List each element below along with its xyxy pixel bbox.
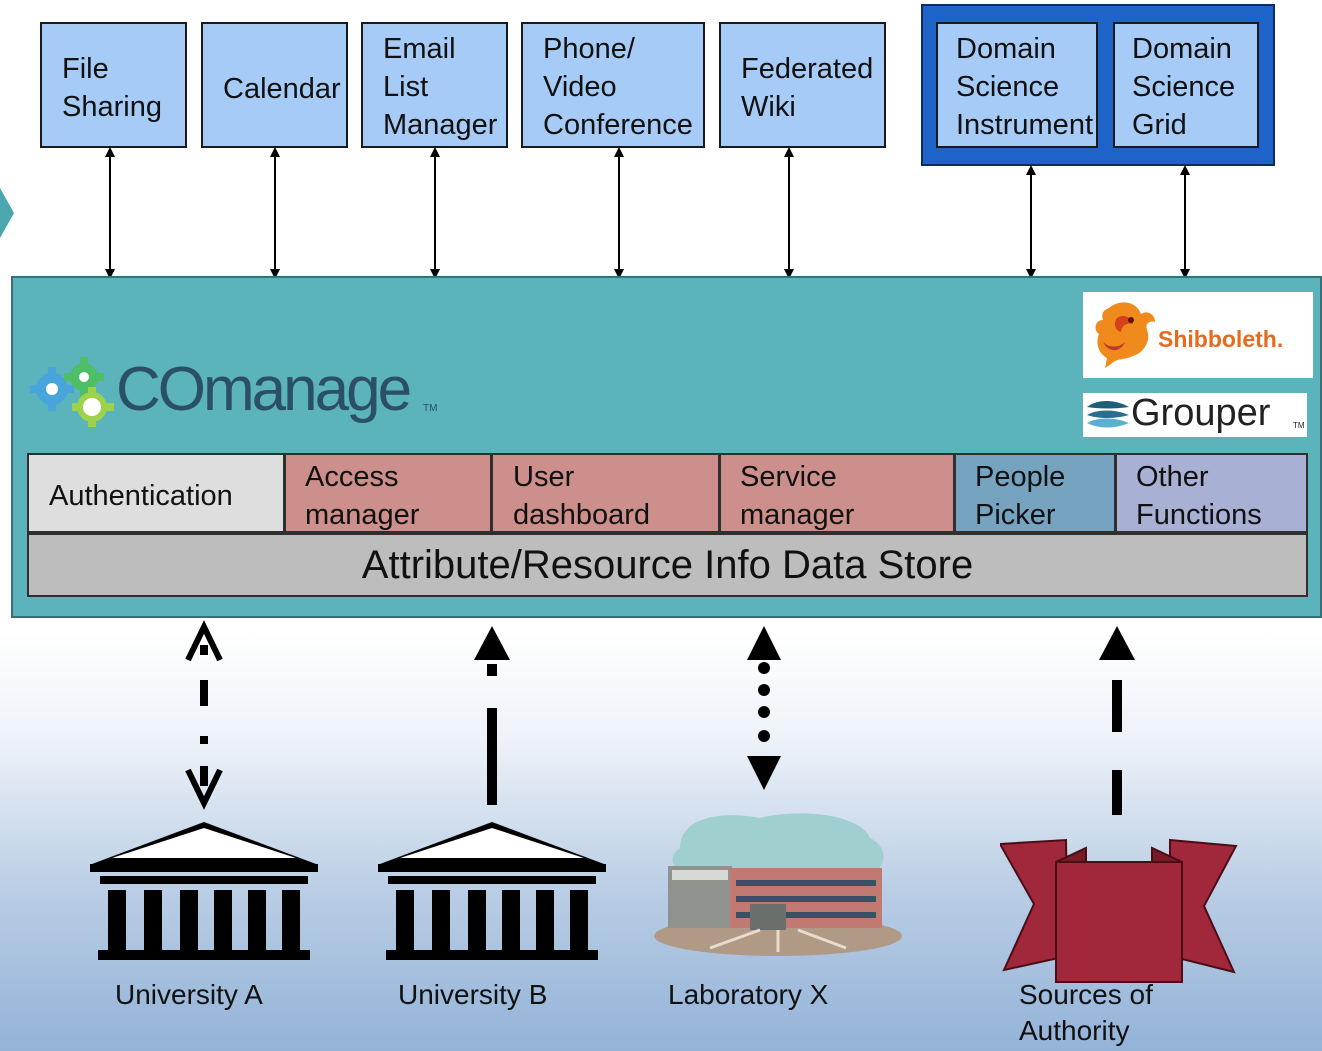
arrow-university-b xyxy=(474,626,510,805)
service-connectors xyxy=(105,147,1190,279)
comanage-wordmark: COmanage xyxy=(116,355,412,424)
service-calendar: Calendar xyxy=(201,22,348,148)
service-label: Phone/ Video Conference xyxy=(543,33,693,141)
arrow-university-a xyxy=(185,620,223,810)
grouper-wordmark: Grouper xyxy=(1131,392,1271,434)
arrow-sources-of-authority xyxy=(1099,626,1135,815)
function-label: Authentication xyxy=(49,480,233,512)
service-domain-science-grid: Domain Science Grid xyxy=(1113,22,1259,148)
data-store-label: Attribute/Resource Info Data Store xyxy=(361,543,974,587)
grouper-trademark: TM xyxy=(1293,421,1305,430)
label-university-a: University A xyxy=(115,979,263,1010)
service-domain-science-instrument: Domain Science Instrument xyxy=(936,22,1098,148)
university-a-building-icon xyxy=(90,822,318,960)
grouper-logo: Grouper TM xyxy=(1083,392,1307,437)
service-label: Calendar xyxy=(223,73,341,105)
function-authentication: Authentication xyxy=(27,453,285,533)
comanage-trademark: TM xyxy=(423,403,438,414)
source-connectors xyxy=(185,620,1135,815)
griffin-icon xyxy=(1095,302,1155,368)
function-label: Access manager xyxy=(305,461,420,531)
service-label: Domain Science Grid xyxy=(1132,33,1236,141)
function-user-dashboard: User dashboard xyxy=(491,453,720,533)
function-label: User dashboard xyxy=(513,461,651,531)
service-federated-wiki: Federated Wiki xyxy=(719,22,886,148)
arrow-laboratory-x xyxy=(747,626,781,790)
university-b-building-icon xyxy=(378,822,606,960)
function-people-picker: People Picker xyxy=(954,453,1116,533)
function-label: Other Functions xyxy=(1136,461,1262,531)
label-university-b: University B xyxy=(398,979,548,1010)
function-service-manager: Service manager xyxy=(719,453,955,533)
attribute-resource-data-store: Attribute/Resource Info Data Store xyxy=(27,533,1308,597)
service-label: Federated Wiki xyxy=(741,53,874,123)
sources-of-authority-ribbon-icon xyxy=(1000,838,1238,983)
grouper-fish-icon xyxy=(1087,401,1129,428)
edge-chevron-decoration xyxy=(0,188,14,238)
service-email-list-manager: Email List Manager xyxy=(361,22,508,148)
function-label: People Picker xyxy=(975,461,1066,531)
function-other-functions: Other Functions xyxy=(1115,453,1308,533)
shibboleth-wordmark: Shibboleth. xyxy=(1158,326,1284,352)
service-label: Email List Manager xyxy=(383,33,498,141)
service-file-sharing: File Sharing xyxy=(40,22,187,148)
service-label: File Sharing xyxy=(62,53,162,123)
label-sources-of-authority: Sources of Authority xyxy=(1019,979,1153,1046)
service-label: Domain Science Instrument xyxy=(956,33,1093,141)
shibboleth-logo: Shibboleth. xyxy=(1083,292,1313,378)
function-label: Service manager xyxy=(740,461,855,531)
laboratory-building-icon xyxy=(654,813,902,956)
function-access-manager: Access manager xyxy=(284,453,492,533)
comanage-gears-icon xyxy=(30,357,114,427)
label-laboratory-x: Laboratory X xyxy=(668,979,829,1010)
service-phone-video-conference: Phone/ Video Conference xyxy=(521,22,705,148)
